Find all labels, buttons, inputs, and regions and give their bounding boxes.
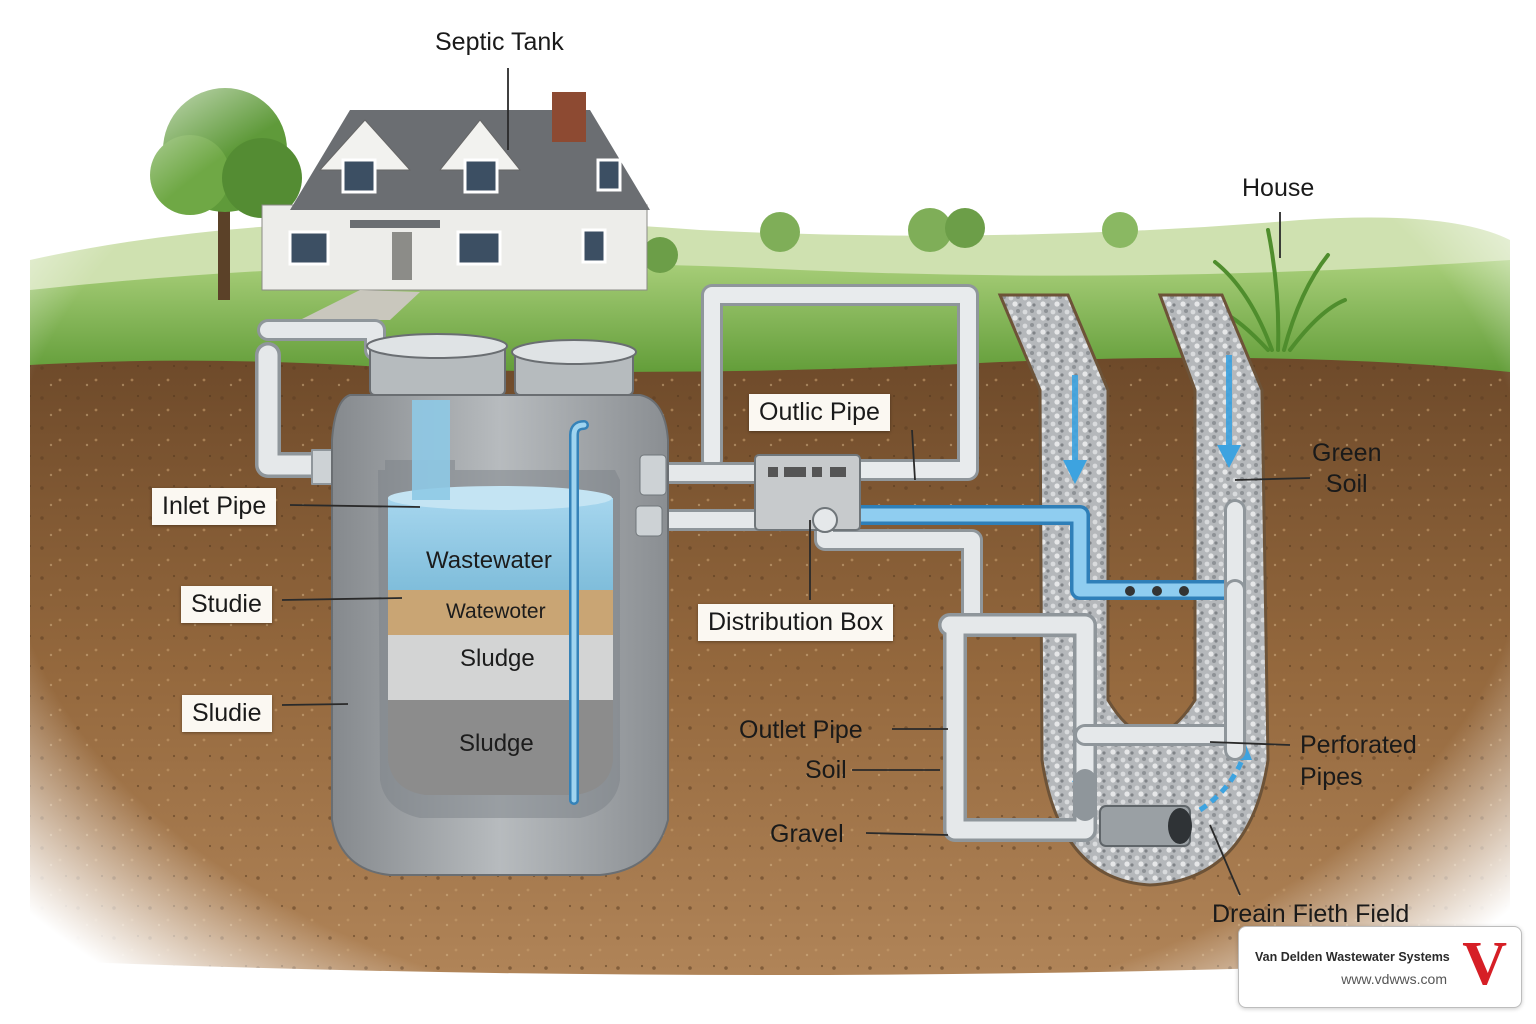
drain-pipe-end <box>1099 805 1192 847</box>
label-septic-tank: Septic Tank <box>435 28 564 56</box>
company-logo-card: Van Delden Wastewater Systems www.vdwws.… <box>1238 926 1522 1008</box>
label-green-soil: Green Soil <box>1312 439 1382 499</box>
tank-layer-sludge-lower: Sludge <box>459 730 534 757</box>
logo-company-name: Van Delden Wastewater Systems <box>1255 950 1450 964</box>
tank-layer-wastewater: Wastewater <box>426 547 552 574</box>
logo-v-icon: V <box>1462 930 1507 998</box>
landscape <box>30 88 1510 390</box>
label-gravel: Gravel <box>770 820 844 848</box>
label-outlet-pipe-top: Outlic Pipe <box>749 394 890 431</box>
label-soil: Soil <box>805 756 847 784</box>
label-inlet-pipe: Inlet Pipe <box>152 488 277 525</box>
label-drain-field: Dreain Fieth Field <box>1212 900 1410 928</box>
label-perforated-pipes: Perforated Pipes <box>1300 731 1417 791</box>
label-distribution-box: Distribution Box <box>698 604 894 641</box>
tank-layer-scum: Watewoter <box>446 600 546 623</box>
distribution-box <box>754 454 861 533</box>
label-outlet-pipe: Outlet Pipe <box>739 716 863 744</box>
logo-website: www.vdwws.com <box>1341 971 1447 987</box>
house-icon <box>261 92 650 320</box>
label-studie: Studie <box>181 586 272 623</box>
tank-layer-sludge-upper: Sludge <box>460 645 535 672</box>
label-sludie: Sludie <box>182 695 272 732</box>
label-house: House <box>1242 174 1315 202</box>
